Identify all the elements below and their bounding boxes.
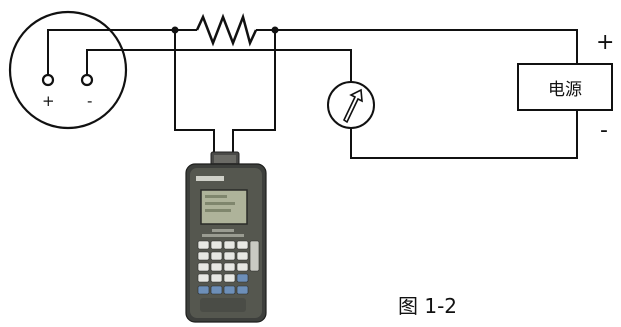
wire-top (47, 29, 197, 77)
ammeter-icon (327, 81, 375, 129)
junction-dot-left (171, 26, 179, 34)
wire-bottom (350, 110, 578, 159)
hart-communicator-icon (185, 151, 267, 323)
power-supply-label: 电源 (548, 79, 582, 100)
wire-second (86, 49, 352, 82)
junction-dot-right (271, 26, 279, 34)
sensor-minus-label: - (87, 92, 93, 110)
power-supply-minus-label: - (600, 118, 608, 143)
sensor-plus-label: + (42, 92, 55, 110)
figure-caption: 图 1-2 (398, 294, 458, 318)
resistor (195, 12, 258, 47)
wire-top-right (256, 29, 578, 64)
power-supply-box (517, 63, 613, 111)
power-supply-plus-label: + (596, 30, 615, 55)
terminal-plus (41, 73, 55, 87)
terminal-minus (80, 73, 94, 87)
transmitter-circle (8, 10, 128, 130)
wire-loop-left (174, 30, 215, 155)
wire-loop-right (232, 30, 276, 155)
